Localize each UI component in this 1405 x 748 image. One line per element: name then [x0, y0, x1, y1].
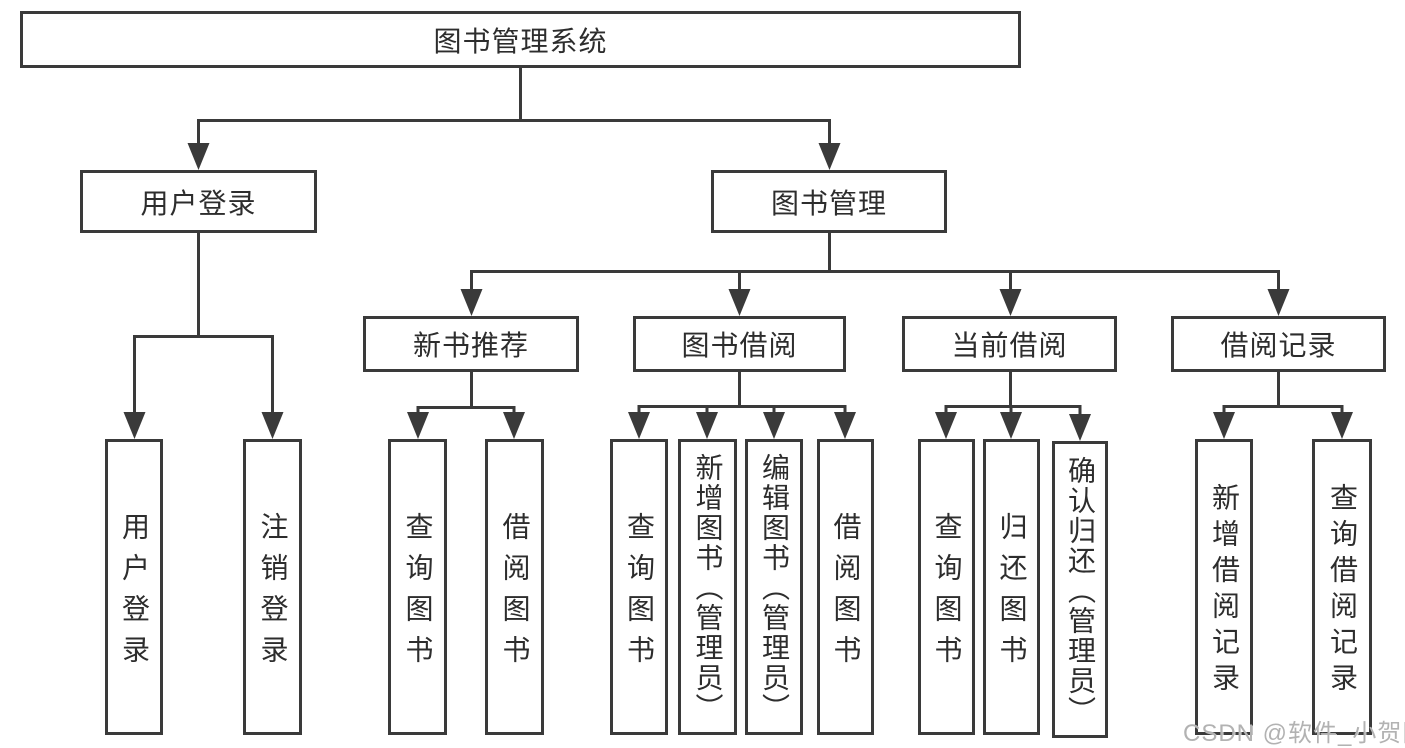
- arrowhead-icon: [1331, 412, 1353, 439]
- node-current-borrow: 当前借阅: [902, 316, 1117, 372]
- arrowhead-icon: [628, 412, 650, 439]
- leaf-label: 查询借阅记录: [1327, 483, 1358, 699]
- leaf-label: 借阅图书: [499, 511, 531, 676]
- node-label: 图书管理: [770, 187, 887, 219]
- connectors-book-borrow: [628, 372, 856, 439]
- leaf-label: 借阅图书: [830, 511, 862, 676]
- arrowhead-icon: [696, 412, 718, 439]
- leaf-add-book-admin: 新增图书（管理员）: [678, 439, 737, 735]
- arrowhead-icon: [1267, 289, 1290, 316]
- leaf-logout: 注销登录: [243, 439, 302, 735]
- node-label: 当前借阅: [951, 330, 1068, 361]
- connectors-book-management: [460, 233, 1290, 316]
- arrowhead-icon: [1069, 414, 1091, 441]
- connectors-new-book: [407, 372, 525, 439]
- leaf-user-login: 用户登录: [105, 439, 163, 735]
- arrowhead-icon: [834, 412, 856, 439]
- connectors-root: [187, 68, 841, 170]
- leaf-edit-book-admin: 编辑图书（管理员）: [745, 439, 803, 735]
- node-book-borrow: 图书借阅: [633, 316, 846, 372]
- connectors-current-borrow: [935, 372, 1091, 441]
- arrowhead-icon: [1213, 412, 1235, 439]
- node-label: 图书管理系统: [433, 25, 608, 57]
- arrowhead-icon: [763, 412, 785, 439]
- node-borrow-records: 借阅记录: [1171, 316, 1386, 372]
- arrowhead-icon: [999, 289, 1022, 316]
- node-label: 借阅记录: [1220, 330, 1337, 361]
- arrowhead-icon: [187, 143, 210, 170]
- leaf-borrow-books-2: 借阅图书: [817, 439, 874, 735]
- leaf-label: 注销登录: [257, 511, 289, 676]
- node-label: 图书借阅: [681, 330, 798, 361]
- arrowhead-icon: [1000, 412, 1022, 439]
- leaf-label: 归还图书: [996, 511, 1028, 676]
- node-new-book-recommend: 新书推荐: [363, 316, 579, 372]
- leaf-query-borrow-record: 查询借阅记录: [1312, 439, 1372, 735]
- leaf-label: 查询图书: [624, 511, 655, 676]
- node-label: 用户登录: [140, 187, 257, 219]
- leaf-label: 查询图书: [931, 511, 963, 676]
- arrowhead-icon: [407, 412, 429, 439]
- node-root: 图书管理系统: [20, 11, 1021, 68]
- leaf-label: 确认归还（管理员）: [1065, 455, 1096, 726]
- arrowhead-icon: [123, 412, 146, 439]
- leaf-add-borrow-record: 新增借阅记录: [1195, 439, 1253, 735]
- arrowhead-icon: [503, 412, 525, 439]
- arrowhead-icon: [261, 412, 284, 439]
- leaf-label: 新增借阅记录: [1209, 483, 1240, 699]
- arrowhead-icon: [728, 289, 751, 316]
- leaf-return-books: 归还图书: [983, 439, 1040, 735]
- connectors-borrow-records: [1213, 372, 1353, 439]
- leaf-borrow-books-1: 借阅图书: [485, 439, 544, 735]
- leaf-label: 编辑图书（管理员）: [759, 453, 790, 723]
- leaf-confirm-return-admin: 确认归还（管理员）: [1052, 441, 1108, 738]
- leaf-query-books-3: 查询图书: [918, 439, 975, 735]
- arrowhead-icon: [935, 412, 957, 439]
- leaf-label: 查询图书: [402, 511, 434, 676]
- connectors-user-login: [123, 233, 284, 439]
- leaf-label: 新增图书（管理员）: [692, 453, 724, 723]
- leaf-label: 用户登录: [119, 511, 150, 676]
- node-user-login: 用户登录: [80, 170, 317, 233]
- leaf-query-books-2: 查询图书: [610, 439, 668, 735]
- node-label: 新书推荐: [412, 330, 529, 361]
- arrowhead-icon: [818, 143, 841, 170]
- arrowhead-icon: [460, 289, 483, 316]
- node-book-management: 图书管理: [711, 170, 947, 233]
- leaf-query-books-1: 查询图书: [388, 439, 447, 735]
- watermark: CSDN @软件_小贺同学: [1183, 720, 1405, 747]
